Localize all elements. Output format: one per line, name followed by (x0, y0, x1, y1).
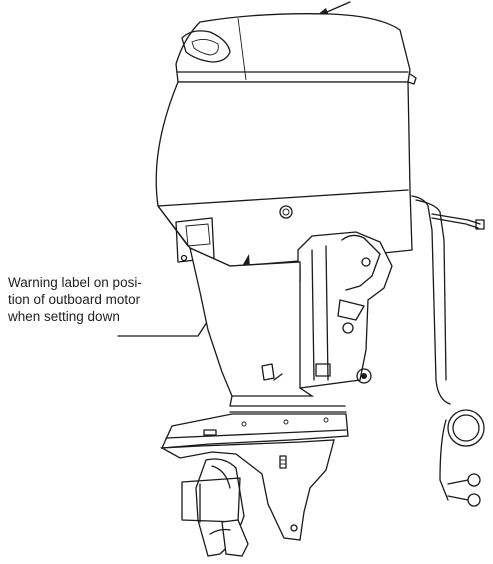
propeller (181, 458, 249, 557)
clamp-bracket (289, 231, 393, 389)
warning-label-callout-text: Warning label on posi- tion of outboard … (8, 274, 198, 325)
control-cables (411, 195, 485, 507)
gear-case (159, 439, 335, 541)
callout-line-1: Warning label on posi- (8, 275, 142, 290)
top-cowling (175, 13, 417, 85)
midsection (189, 246, 347, 413)
callout-line-3: when setting down (8, 309, 120, 324)
callout-line-2: tion of outboard motor (8, 292, 141, 307)
